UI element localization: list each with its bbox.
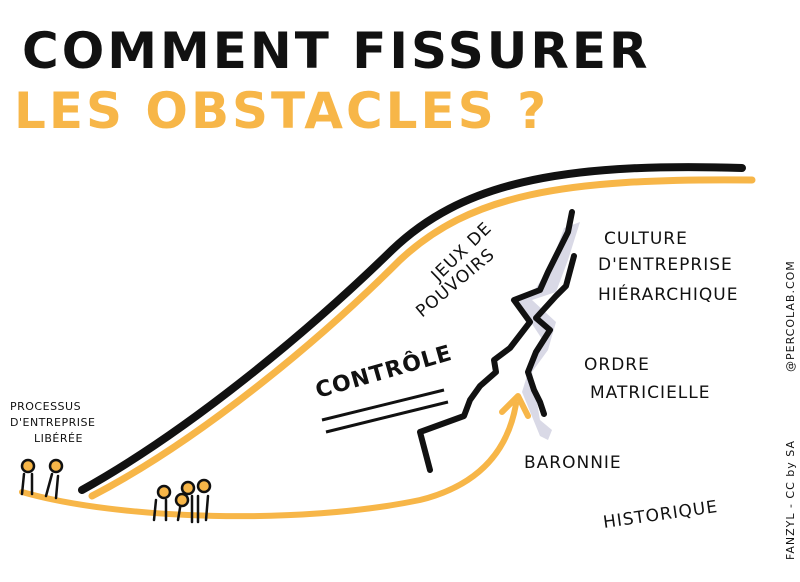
title-line-1: COMMENT FISSURER — [22, 22, 651, 80]
label-culture-2: D'ENTREPRISE — [598, 255, 733, 275]
slope-shadow-curve — [88, 176, 756, 500]
crack-right-edge — [525, 253, 577, 417]
label-processus-1: PROCESSUS — [10, 400, 81, 413]
crack-left-edge — [417, 209, 575, 473]
label-ordre-1: ORDRE — [584, 355, 650, 375]
controle-underline-1 — [321, 388, 445, 422]
credit-site: @PERCOLAB.COM — [784, 260, 797, 372]
people-group-left-icon — [20, 458, 64, 500]
path-arrow-head — [499, 393, 531, 419]
label-baronnie: BARONNIE — [524, 453, 622, 473]
label-culture-3: HIÉRARCHIQUE — [598, 283, 739, 305]
label-culture-1: CULTURE — [604, 229, 688, 249]
label-processus-3: LIBÉRÉE — [34, 432, 83, 445]
crack-shadow — [510, 222, 580, 440]
title-line-2: LES OBSTACLES ? — [14, 82, 549, 140]
credit-author: FANZYL - CC by SA — [784, 440, 797, 560]
people-group-middle-icon — [152, 478, 212, 524]
controle-underline-2 — [325, 400, 449, 434]
obstacle-slope-curve — [78, 163, 746, 494]
label-controle: CONTRÔLE — [312, 340, 455, 404]
label-processus-2: D'ENTREPRISE — [10, 416, 95, 429]
label-historique: HISTORIQUE — [602, 497, 719, 533]
path-arrow-line — [19, 401, 519, 520]
label-ordre-2: MATRICIELLE — [590, 383, 711, 403]
